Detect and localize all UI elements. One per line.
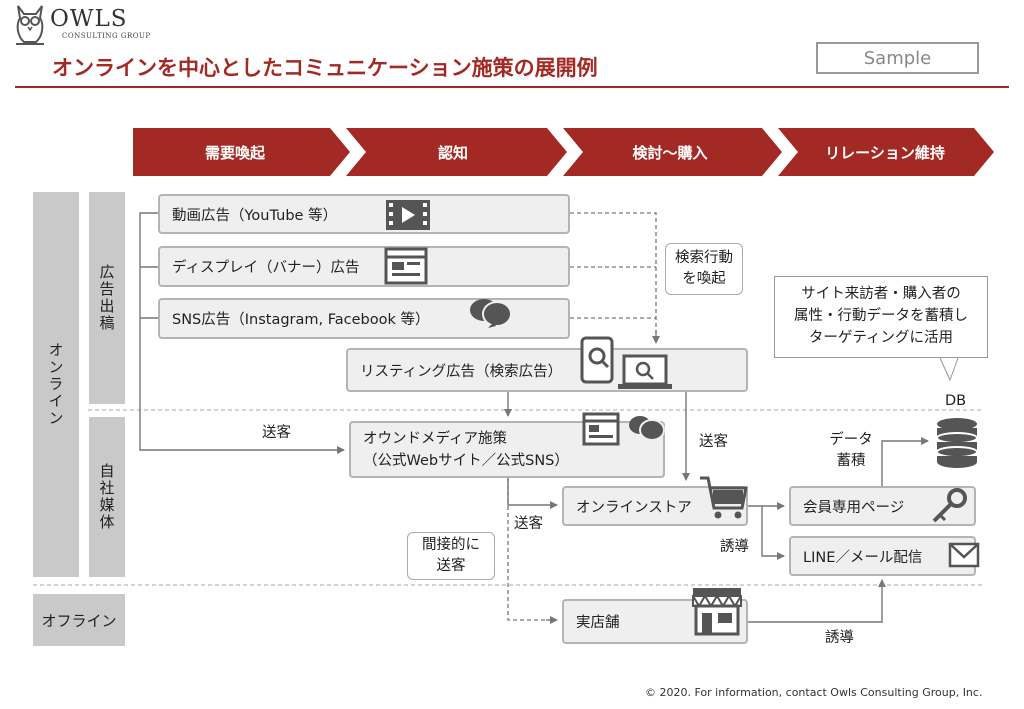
indirect-send-note: 間接的に 送客 [422,537,480,574]
brand-subtitle: CONSULTING GROUP [62,32,151,40]
shop-icon [692,588,742,636]
web-chat-icon [582,412,665,446]
laptop-search-icon [618,354,672,389]
mail-icon [948,542,980,568]
search-behavior-bracket [665,243,743,295]
smartphone-search-icon [580,336,614,384]
guide-label-1: 誘導 [720,539,749,555]
listing-ad-box: リスティング広告（検索広告） [346,348,748,392]
callout-bubble: サイト来訪者・購入者の 属性・行動データを蓄積し ターゲティングに活用 [774,276,988,358]
stage-relationship: リレーション維持 [825,143,945,162]
send-label-3: 送客 [514,516,543,532]
sample-badge: Sample [816,42,979,74]
data-accumulation-note: データ 蓄積 [829,432,873,469]
video-ad-box: 動画広告（YouTube 等） [158,194,570,234]
owl-logo-icon [16,5,44,45]
stage-consider-purchase: 検討～購入 [632,143,708,162]
copyright: © 2020. For information, contact Owls Co… [645,686,983,699]
chat-icon [470,299,512,328]
send-label-2: 送客 [699,434,728,450]
online-store-box: オンラインストア [562,486,748,526]
display-ad-box: ディスプレイ（バナー）広告 [158,246,570,287]
cart-icon [700,476,748,519]
key-icon [932,488,967,523]
stage-demand: 需要喚起 [204,143,265,162]
display-icon [384,247,428,285]
indirect-bracket [407,532,495,580]
video-icon [386,200,430,230]
brand-name: OWLS [50,6,128,32]
guide-label-2: 誘導 [825,630,854,646]
send-label-1: 送客 [262,425,291,441]
page-title: オンラインを中心としたコミュニケーション施策の展開例 [52,56,598,80]
stage-awareness: 認知 [437,143,468,162]
db-label: DB [945,393,967,409]
line-mail-box: LINE／メール配信 [789,536,976,576]
row-label-offline: オフライン [33,594,125,646]
row-label-online: オンライン [33,192,79,577]
title-underline [15,86,1009,88]
sublabel-ads: 広告出稿 [89,192,125,404]
database-icon [936,418,978,468]
sublabel-owned-media: 自社媒体 [89,417,125,577]
search-behavior-note: 検索行動 を喚起 [675,250,733,287]
